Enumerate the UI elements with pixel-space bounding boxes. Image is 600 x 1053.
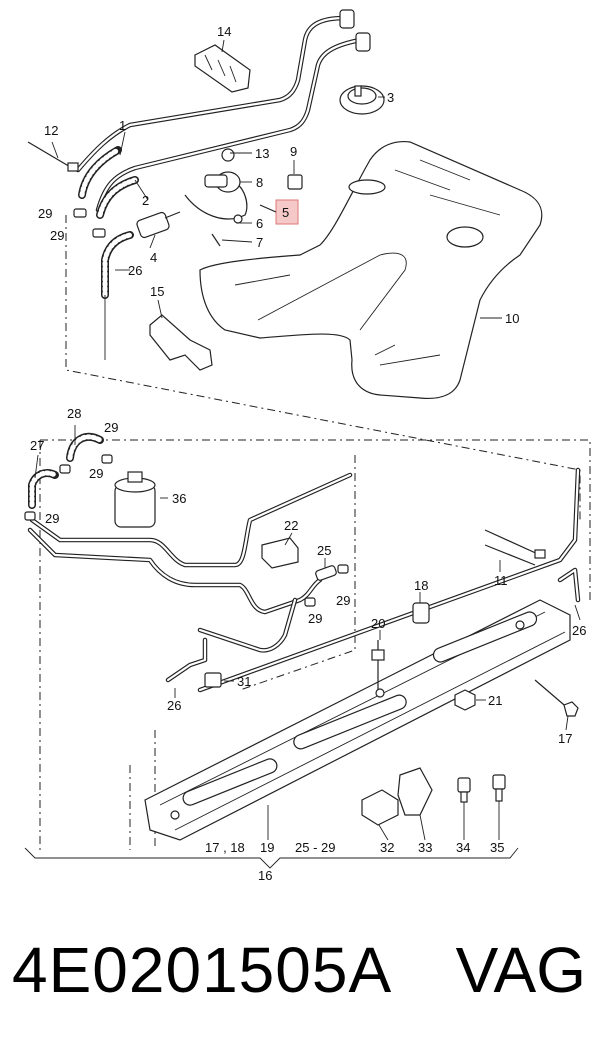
callout-range-17-18: 17 , 18 bbox=[205, 840, 245, 855]
callout-27: 27 bbox=[30, 438, 44, 453]
callout-25: 25 bbox=[317, 543, 331, 558]
clip-14 bbox=[194, 44, 251, 93]
bolt-17 bbox=[534, 679, 579, 717]
callout-13: 13 bbox=[255, 146, 269, 161]
part-25 bbox=[315, 565, 337, 581]
footer: 4E0201505A VAG bbox=[0, 925, 600, 1025]
clamp-29g bbox=[337, 564, 349, 574]
callout-32: 32 bbox=[380, 840, 394, 855]
part-22 bbox=[261, 537, 299, 569]
clamp-29e bbox=[24, 511, 36, 521]
callout-20: 20 bbox=[371, 616, 385, 631]
callout-16: 16 bbox=[258, 868, 272, 883]
callout-26b: 26 bbox=[167, 698, 181, 713]
parts-diagram: 1 2 3 4 5 6 7 8 9 10 11 12 13 14 15 16 1… bbox=[24, 9, 591, 883]
connector-11 bbox=[484, 529, 546, 566]
bracket-16 bbox=[24, 847, 519, 869]
callout-26a: 26 bbox=[128, 263, 142, 278]
callout-34: 34 bbox=[456, 840, 470, 855]
filter-bracket bbox=[184, 148, 248, 247]
callout-29a: 29 bbox=[38, 206, 52, 221]
callout-labels: 1 2 3 4 5 6 7 8 9 10 11 12 13 14 15 16 1… bbox=[30, 24, 586, 883]
bracket-15 bbox=[149, 314, 213, 371]
lower-group-outline bbox=[40, 439, 591, 600]
callout-28: 28 bbox=[67, 406, 81, 421]
callout-19: 19 bbox=[260, 840, 274, 855]
callout-7: 7 bbox=[256, 235, 263, 250]
fuel-line-2 bbox=[95, 32, 371, 213]
leader-lines bbox=[34, 39, 581, 841]
bolt-12 bbox=[27, 141, 79, 172]
callout-11: 11 bbox=[494, 573, 508, 588]
fuel-line-1 bbox=[75, 9, 355, 173]
brand-label: VAG bbox=[455, 934, 586, 1006]
callout-4: 4 bbox=[150, 250, 157, 265]
callout-29f: 29 bbox=[308, 611, 322, 626]
fuel-tank-10 bbox=[199, 140, 543, 400]
callout-33: 33 bbox=[418, 840, 432, 855]
part-number: 4E0201505A bbox=[12, 934, 393, 1006]
callout-17: 17 bbox=[558, 731, 572, 746]
sender-unit-3 bbox=[339, 85, 385, 115]
callout-29c: 29 bbox=[104, 420, 118, 435]
part-33 bbox=[397, 767, 433, 816]
callout-9: 9 bbox=[290, 144, 297, 159]
callout-2: 2 bbox=[142, 193, 149, 208]
callout-6: 6 bbox=[256, 216, 263, 231]
nut-21 bbox=[454, 689, 476, 711]
callout-8: 8 bbox=[256, 175, 263, 190]
callout-range-25-29: 25 - 29 bbox=[295, 840, 335, 855]
callout-26c: 26 bbox=[572, 623, 586, 638]
callout-36: 36 bbox=[172, 491, 186, 506]
part-31 bbox=[204, 672, 222, 688]
hose-26-upper bbox=[101, 231, 134, 299]
callout-5: 5 bbox=[282, 205, 289, 220]
clamp-29c bbox=[59, 464, 71, 474]
callout-21: 21 bbox=[488, 693, 502, 708]
callout-22: 22 bbox=[284, 518, 298, 533]
callout-35: 35 bbox=[490, 840, 504, 855]
clamp-29a bbox=[73, 208, 87, 218]
callout-29g: 29 bbox=[336, 593, 350, 608]
fuel-filter-4 bbox=[136, 211, 181, 239]
callout-1: 1 bbox=[119, 118, 126, 133]
clip-18 bbox=[412, 602, 430, 624]
callout-29e: 29 bbox=[45, 511, 59, 526]
callout-10: 10 bbox=[505, 311, 519, 326]
cross-member-rail bbox=[144, 599, 571, 841]
callout-29b: 29 bbox=[50, 228, 64, 243]
lower-fuel-lines bbox=[27, 472, 353, 683]
callout-15: 15 bbox=[150, 284, 164, 299]
clamp-29b bbox=[92, 228, 106, 238]
canister-36 bbox=[114, 471, 156, 528]
part-34 bbox=[457, 777, 471, 803]
callout-3: 3 bbox=[387, 90, 394, 105]
callout-31: 31 bbox=[237, 674, 251, 689]
bolt-20 bbox=[371, 640, 385, 690]
clamp-29f bbox=[304, 597, 316, 607]
callout-29d: 29 bbox=[89, 466, 103, 481]
upper-group-outline bbox=[65, 215, 581, 520]
connector-9 bbox=[287, 174, 303, 190]
callout-14: 14 bbox=[217, 24, 231, 39]
part-35 bbox=[492, 774, 506, 802]
callout-12: 12 bbox=[44, 123, 58, 138]
callout-18: 18 bbox=[414, 578, 428, 593]
part-32 bbox=[361, 789, 399, 826]
clamp-29d bbox=[101, 454, 113, 464]
